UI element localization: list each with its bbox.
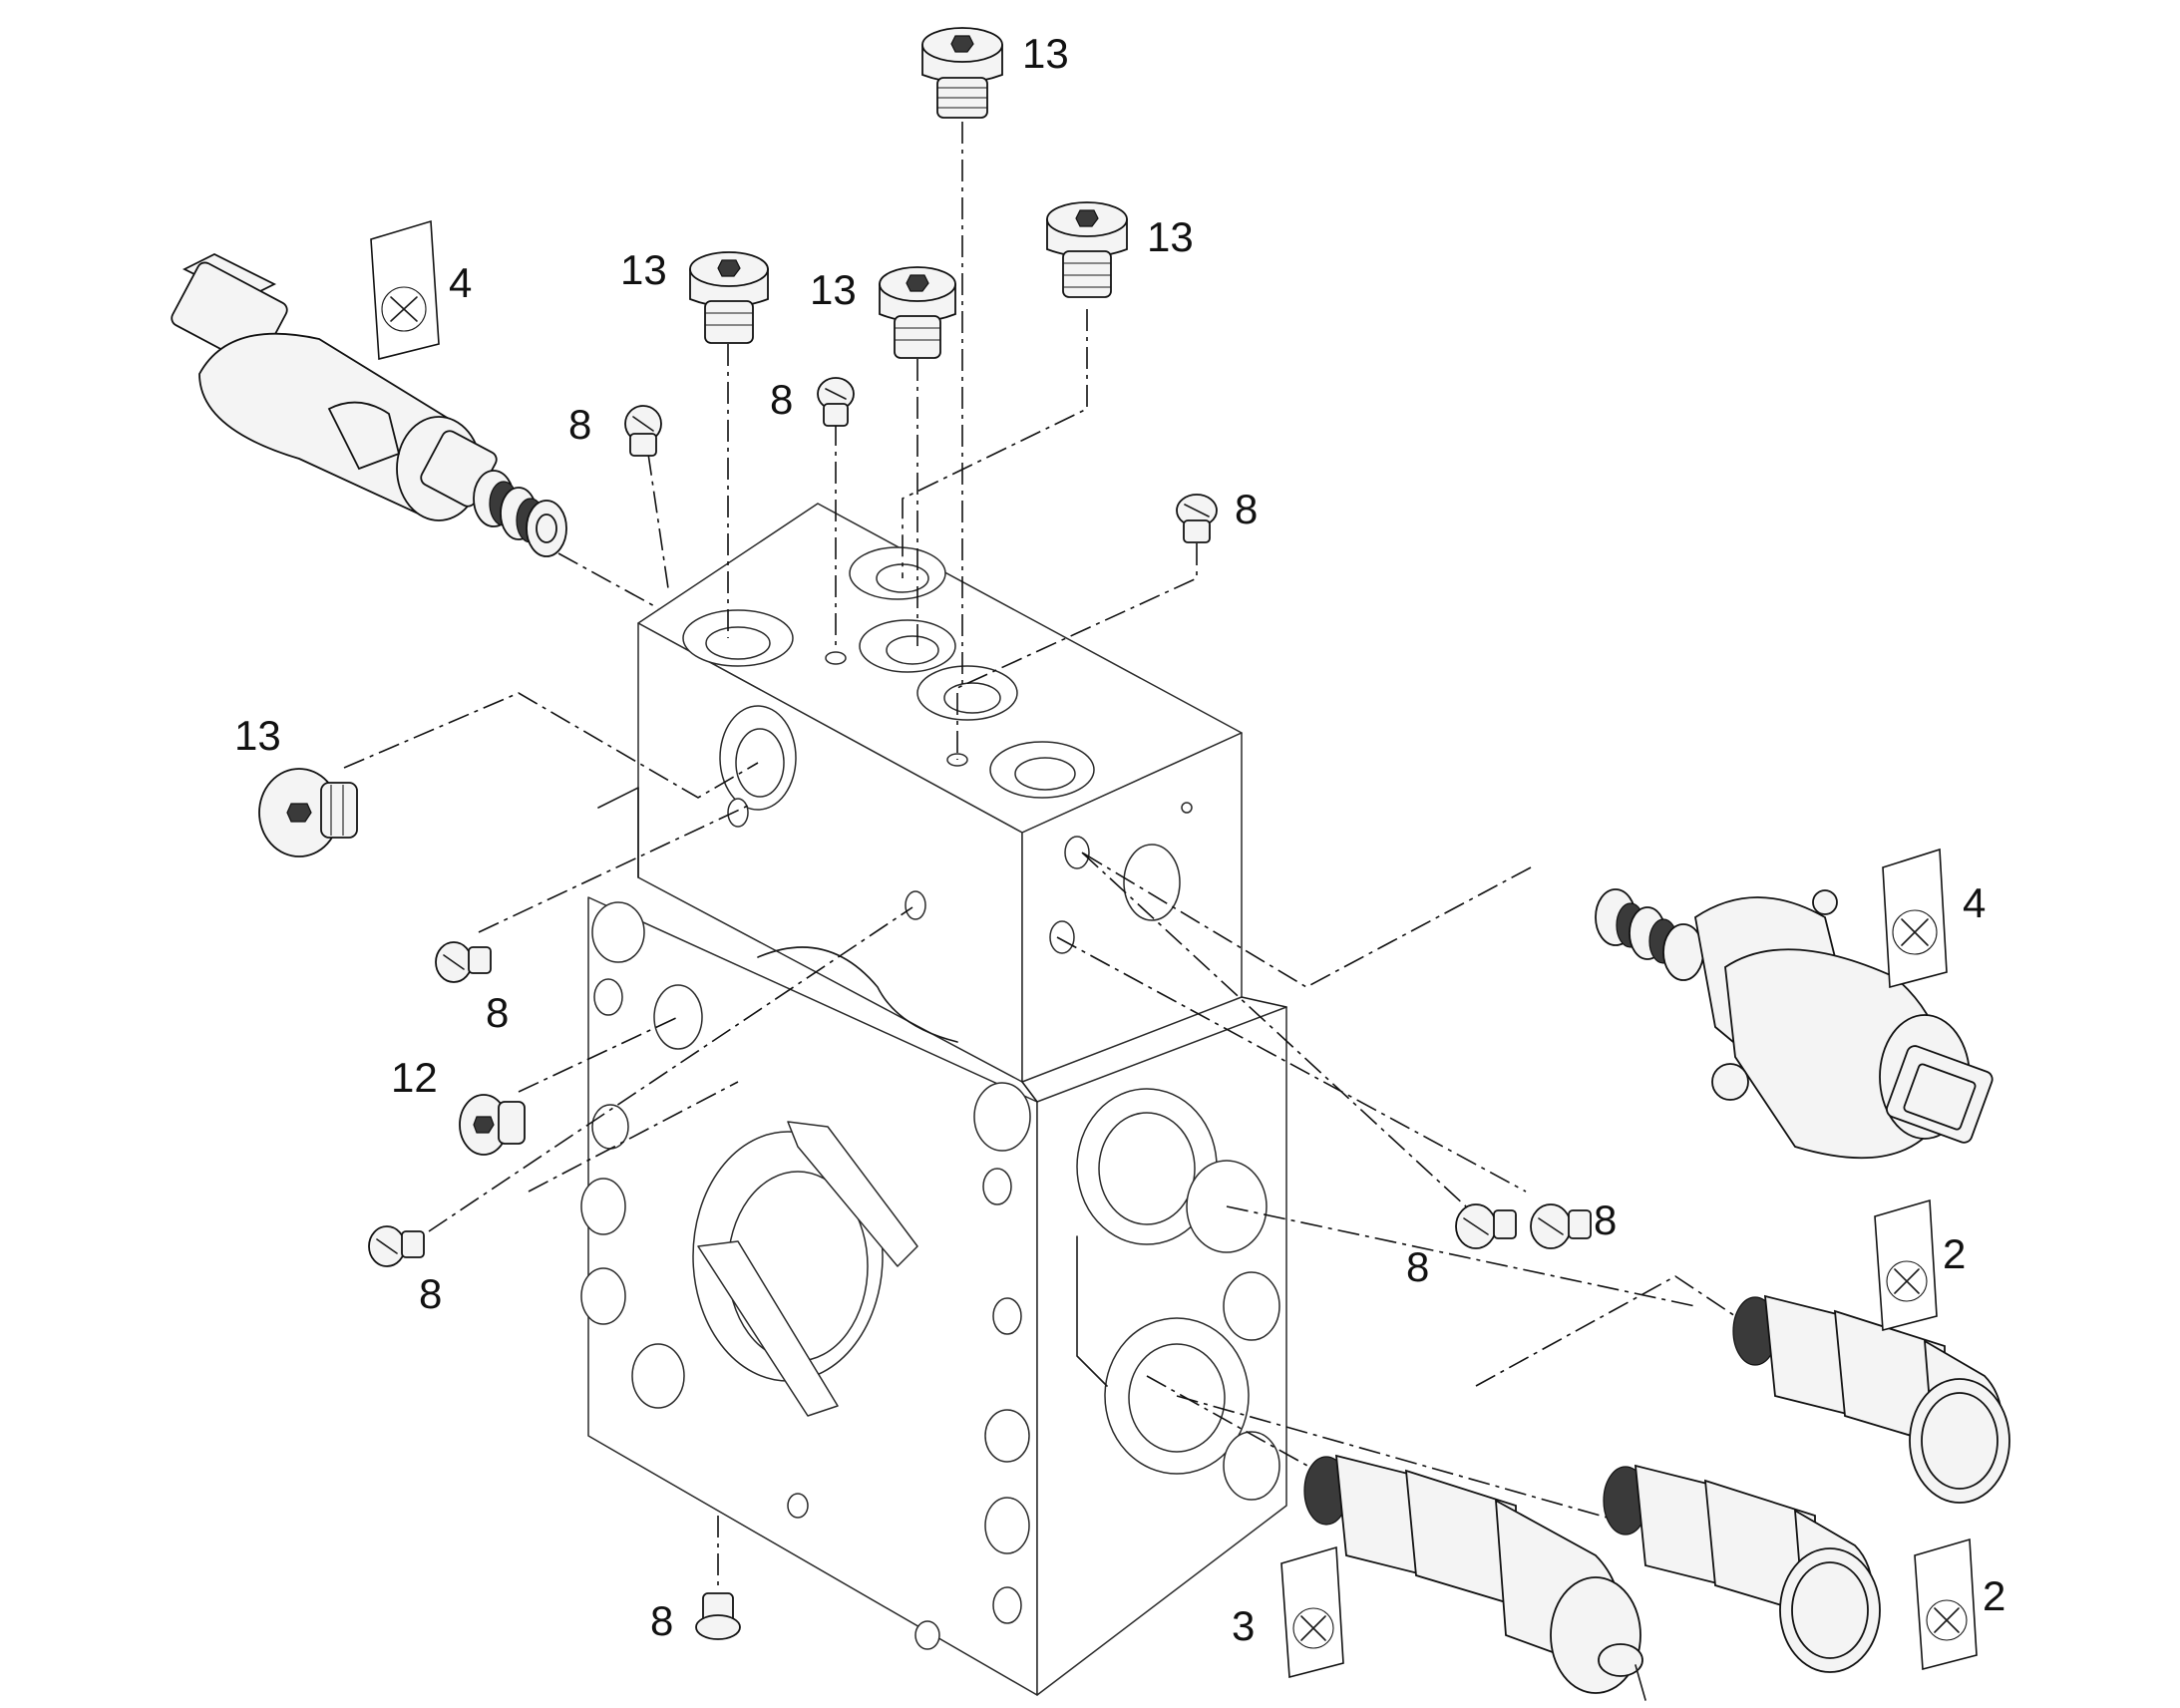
sealant-bag-4-right bbox=[1882, 848, 1948, 989]
callout-8-c: 8 bbox=[1235, 486, 1258, 532]
callout-13-left: 13 bbox=[620, 246, 667, 293]
callout-8-a: 8 bbox=[568, 401, 591, 448]
solenoid-cartridge-right bbox=[1595, 888, 1704, 981]
callout-12: 12 bbox=[391, 1054, 438, 1101]
sealant-bag-4-left bbox=[370, 219, 440, 361]
assembly-lines bbox=[343, 122, 1736, 1590]
plug-12 bbox=[459, 1094, 526, 1156]
screw-plug-8-e bbox=[368, 1225, 425, 1267]
pressure-valve-3 bbox=[1303, 1454, 1646, 1701]
screw-plug-8-a bbox=[624, 405, 662, 457]
pressure-valve-2-bottom bbox=[1603, 1464, 1881, 1673]
callout-8-b: 8 bbox=[770, 376, 793, 423]
valve-block-housing bbox=[580, 503, 1287, 1696]
callout-8-h: 8 bbox=[650, 1597, 673, 1644]
sealant-bag-2-bottom bbox=[1914, 1537, 1978, 1671]
callout-labels: 13 13 13 13 13 4 4 8 8 8 8 8 8 8 8 12 2 … bbox=[234, 30, 2005, 1649]
callout-8-e: 8 bbox=[419, 1270, 442, 1317]
solenoid-valve-right bbox=[1595, 888, 1994, 1160]
callout-13-side: 13 bbox=[234, 712, 281, 759]
plug-13-top bbox=[921, 27, 1003, 119]
screw-plug-8-b bbox=[817, 377, 855, 427]
plug-13-right bbox=[1046, 201, 1128, 298]
sealant-bag-2-top bbox=[1874, 1198, 1938, 1332]
plug-13-side bbox=[258, 768, 358, 857]
callout-8-f: 8 bbox=[1406, 1243, 1429, 1290]
callout-2-bottom: 2 bbox=[1983, 1572, 2005, 1619]
solenoid-valve-left bbox=[171, 252, 567, 557]
plug-13-mid bbox=[879, 266, 956, 359]
callout-4-right: 4 bbox=[1963, 879, 1986, 926]
screw-plug-8-c bbox=[1176, 494, 1218, 543]
callout-2-top: 2 bbox=[1943, 1230, 1966, 1277]
callout-3: 3 bbox=[1232, 1602, 1255, 1649]
sealant-bag-3 bbox=[1280, 1545, 1344, 1679]
callout-13-mid: 13 bbox=[810, 266, 857, 313]
screw-plug-8-d bbox=[435, 941, 492, 983]
plug-13-left bbox=[689, 251, 769, 344]
callout-13-right: 13 bbox=[1147, 213, 1194, 260]
callout-8-d: 8 bbox=[486, 989, 509, 1036]
screw-plug-8-h bbox=[695, 1592, 741, 1640]
screw-plug-8-g bbox=[1530, 1203, 1592, 1249]
callout-13-top: 13 bbox=[1022, 30, 1069, 77]
callout-4-left: 4 bbox=[449, 259, 472, 306]
solenoid-cartridge-left bbox=[473, 470, 567, 557]
screw-plug-8-f bbox=[1455, 1203, 1517, 1249]
pressure-valve-2-top bbox=[1732, 1294, 2010, 1504]
callout-8-g: 8 bbox=[1594, 1196, 1617, 1243]
